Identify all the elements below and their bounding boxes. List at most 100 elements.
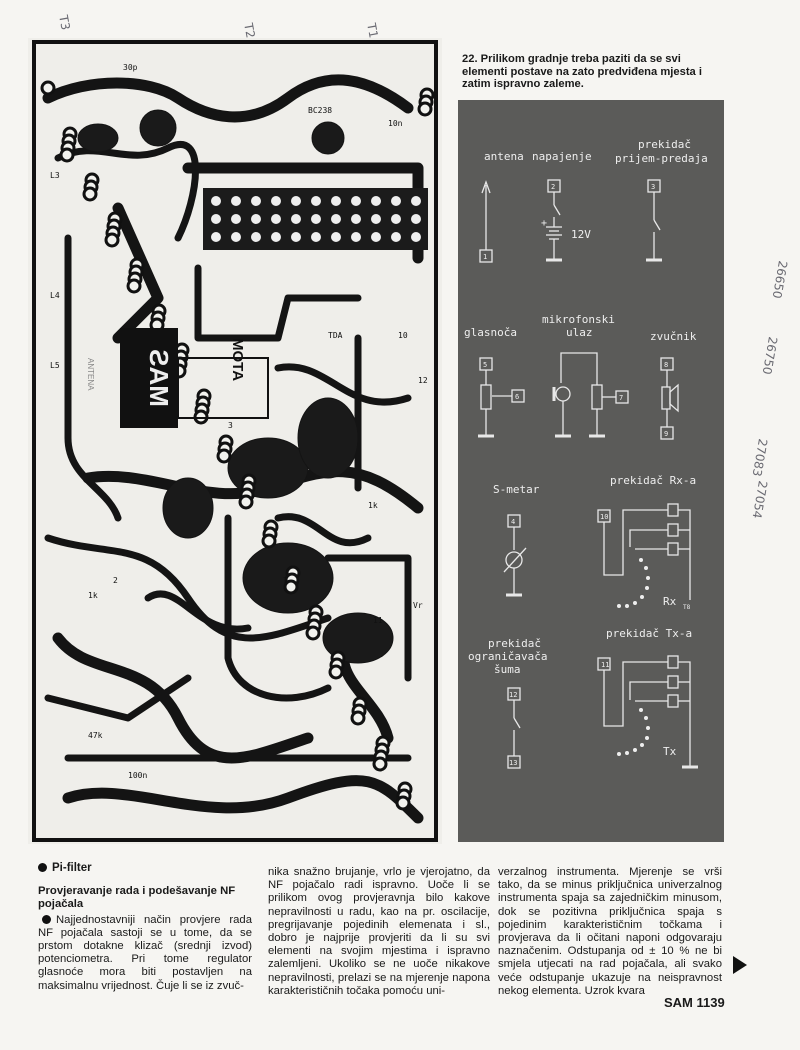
- connector-hole: [391, 232, 401, 242]
- pcb-pad: [104, 232, 120, 248]
- pcb-pad: [59, 147, 75, 163]
- pcb-pad: [261, 533, 277, 549]
- connector-hole: [351, 214, 361, 224]
- antenna-symbol: antena 1: [479, 150, 524, 263]
- svg-text:4: 4: [511, 518, 515, 526]
- pcb-pad: [350, 710, 366, 726]
- pcb-component-label: 10: [398, 331, 408, 340]
- pcb-copper-area: [322, 612, 394, 664]
- svg-text:S-metar: S-metar: [493, 483, 540, 496]
- pcb-trace: [194, 264, 362, 342]
- pcb-trace: [144, 590, 252, 633]
- pcb-pad: [417, 101, 433, 117]
- svg-text:2: 2: [551, 183, 555, 191]
- pcb-copper-area: [311, 121, 345, 155]
- handwritten-t3: T3: [56, 14, 73, 32]
- pcb-component-label: 100n: [128, 771, 147, 780]
- svg-text:12: 12: [509, 691, 517, 699]
- svg-text:antena: antena: [484, 150, 524, 163]
- bullet-heading-text: Pi-filter: [52, 862, 92, 874]
- tx-switch-symbol: prekidač Tx-a 11 Tx: [597, 627, 698, 769]
- svg-text:5: 5: [483, 361, 487, 369]
- connector-hole: [331, 196, 341, 206]
- connector-hole: [371, 232, 381, 242]
- pcb-trace: [274, 513, 372, 547]
- pcb-trace: [44, 674, 192, 722]
- pcb-component-label: BC238: [308, 106, 332, 115]
- svg-text:6: 6: [515, 393, 519, 401]
- pcb-component-label: 7: [283, 576, 288, 585]
- figure-caption: 22. Prilikom gradnje treba paziti da se …: [462, 53, 702, 90]
- svg-text:zvučnik: zvučnik: [650, 330, 697, 343]
- pcb-pad: [372, 756, 388, 772]
- svg-text:T8: T8: [683, 604, 691, 611]
- svg-text:prekidač Rx-a: prekidač Rx-a: [610, 474, 696, 487]
- connector-hole: [411, 214, 421, 224]
- connector-hole: [391, 214, 401, 224]
- pcb-component-label: L3: [50, 171, 60, 180]
- connector-hole: [291, 232, 301, 242]
- pcb-pad: [328, 664, 344, 680]
- connector-hole: [371, 214, 381, 224]
- bullet-icon: [38, 863, 47, 872]
- svg-text:prekidač Tx-a: prekidač Tx-a: [606, 627, 692, 640]
- pcb-trace: [224, 514, 332, 702]
- svg-text:šuma: šuma: [494, 663, 521, 676]
- pcb-component-label: 47k: [88, 731, 103, 740]
- svg-text:3: 3: [651, 183, 655, 191]
- pcb-copper-area: [297, 397, 359, 479]
- mas-label: MAS: [144, 349, 174, 407]
- pcb-component-label: L4: [50, 291, 60, 300]
- paragraph: Najjednostavniji način provjere rada NF …: [38, 914, 252, 993]
- power-supply-symbol: napajenje 2 + 12V: [532, 150, 592, 262]
- section-heading: Provjeravanje rada i podešavanje NF poja…: [38, 885, 236, 911]
- microphone-input-symbol: mikrofonski ulaz 7: [542, 313, 629, 438]
- pcb-trace: [62, 775, 424, 824]
- svg-text:10: 10: [600, 513, 608, 521]
- pcb-pad: [395, 795, 411, 811]
- connector-hole: [371, 196, 381, 206]
- connector-hole: [251, 214, 261, 224]
- svg-text:12V: 12V: [571, 228, 591, 241]
- margin-note-2: 26750: [759, 335, 780, 376]
- tx-rx-switch-symbol: prekidač prijem-predaja 3: [615, 138, 708, 262]
- connector-hole: [231, 232, 241, 242]
- handwritten-t2: T2: [241, 22, 258, 40]
- pcb-component-label: 1k: [368, 501, 378, 510]
- connector-hole: [211, 214, 221, 224]
- pcb-pad: [40, 80, 56, 96]
- antenna-handwritten: ANTENA: [86, 358, 95, 391]
- connector-hole: [271, 232, 281, 242]
- pcb-component-label: L5: [50, 361, 60, 370]
- bullet-icon: [42, 914, 51, 924]
- article-column-1: Pi-filter Provjeravanje rada i podešavan…: [38, 862, 252, 993]
- connector-hole: [251, 196, 261, 206]
- speaker-symbol: zvučnik 8 9: [650, 330, 697, 440]
- connector-hole: [311, 232, 321, 242]
- connector-hole: [331, 214, 341, 224]
- margin-note-4: 27054: [749, 479, 770, 520]
- svg-text:napajenje: napajenje: [532, 150, 592, 163]
- svg-text:mikrofonski: mikrofonski: [542, 313, 615, 326]
- pcb-pad: [238, 494, 254, 510]
- svg-text:8: 8: [664, 361, 668, 369]
- connector-hole: [271, 196, 281, 206]
- pcb-component-label: 1k: [88, 591, 98, 600]
- svg-text:Rx: Rx: [663, 595, 677, 608]
- pcb-copper-area: [227, 437, 309, 499]
- pcb-trace: [42, 74, 414, 123]
- svg-text:glasnoča: glasnoča: [464, 326, 517, 339]
- pcb-component-label: TDA: [328, 331, 343, 340]
- volume-potentiometer-symbol: glasnoča 5 6: [464, 326, 525, 438]
- svg-text:prekidač: prekidač: [488, 637, 541, 650]
- svg-text:prijem-predaja: prijem-predaja: [615, 152, 708, 165]
- margin-note-3: 27083: [749, 437, 770, 478]
- pcb-pad: [82, 186, 98, 202]
- pcb-trace: [44, 534, 332, 642]
- connector-hole: [211, 196, 221, 206]
- pcb-trace: [324, 554, 412, 682]
- handwritten-t1: T1: [364, 22, 381, 40]
- pcb-component-label: 3: [228, 421, 233, 430]
- pcb-component-label: 2: [113, 576, 118, 585]
